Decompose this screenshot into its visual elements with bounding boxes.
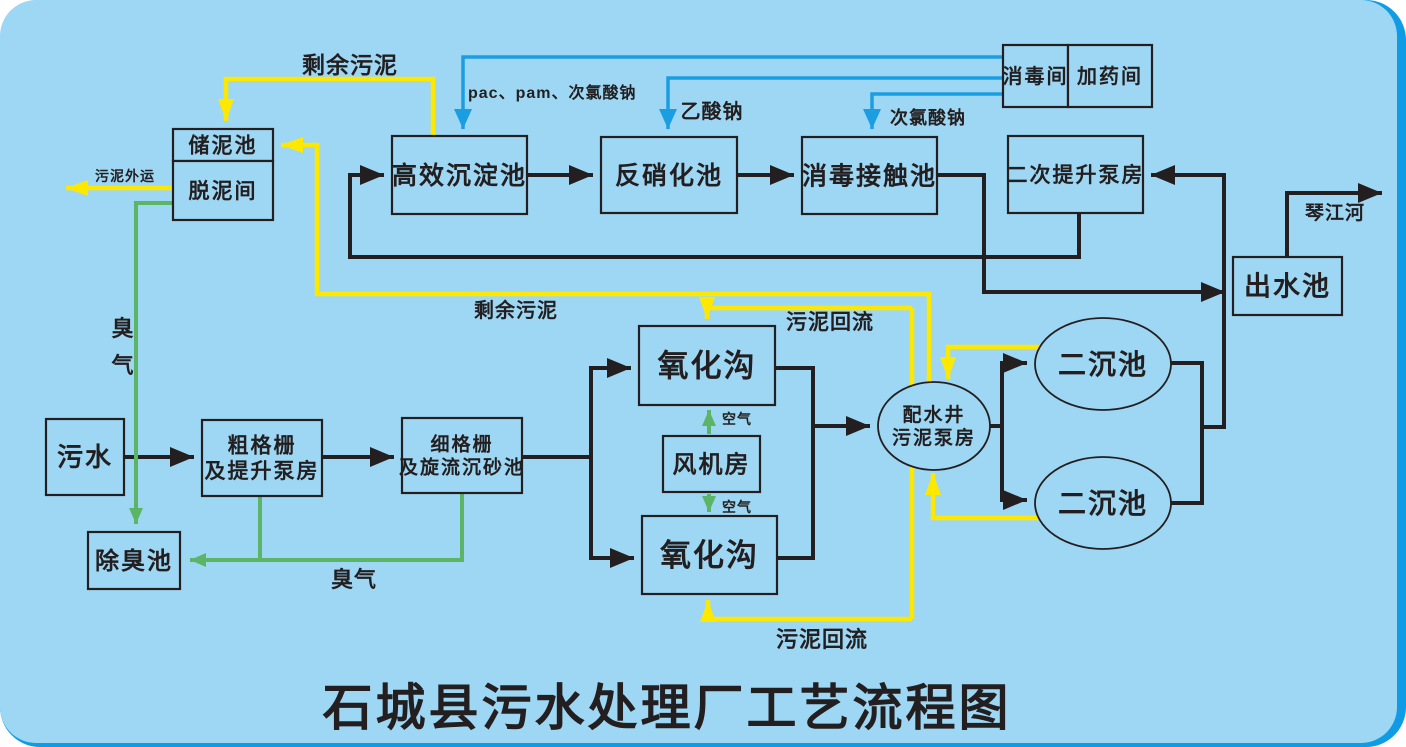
sludge-sedtop-distwell [945,344,1042,379]
blower-room-box [661,434,762,494]
label-air-bottom: 空气 [722,499,752,515]
label-qinjiang-river: 琴江河 [1304,202,1365,224]
coarse-screen-box [200,418,324,498]
flow-oxtop-distwell [775,366,870,428]
odor-dewatering-deodor [134,201,172,524]
distribution-well-ellipse-label: 配水井污泥泵房 [892,404,976,449]
air-blower-oxtop-arrowhead [702,410,716,426]
sludge-storage-box [171,127,275,163]
label-chem-pac-pam: pac、pam、次氯酸钠 [468,83,636,102]
high-eff-sedimentation-box [390,134,529,216]
deodorization-box [86,530,182,591]
flow-oxtop-distwell-arrowhead [846,416,870,436]
high-eff-sedimentation-box-label: 高效沉淀池 [392,161,527,190]
diagram-title: 石城县污水处理厂工艺流程图 [322,680,1012,736]
secondary-sed-bottom-ellipse [1034,456,1172,550]
flow-sedbottom-join [1171,425,1204,505]
oxidation-ditch-bottom-box-label: 氧化沟 [660,538,759,573]
secondary-sed-bottom-ellipse-label: 二沉池 [1058,488,1148,519]
label-sludge-return-bottom: 污泥回流 [776,627,868,652]
denitrification-box [599,135,739,215]
oxidation-ditch-top-box-label: 氧化沟 [658,348,757,383]
odor-fine-deodor [190,493,464,562]
flow-highsed-denit-arrowhead [569,165,593,185]
sludge-return-oxtop-arrowhead [699,297,715,319]
flow-contact-outlet [937,173,1225,294]
dosing-room-box-label: 加药间 [1076,64,1143,88]
flow-sedtop-lift [1151,173,1226,429]
fine-screen-box-label: 细格栅及旋流沉砂池 [399,433,525,479]
disinfection-contact-box [800,135,939,216]
secondary-sed-top-ellipse [1034,317,1172,411]
flow-contact-outlet-arrowhead [1201,282,1225,302]
flow-outlet-river [1285,191,1382,257]
fine-screen-box [400,416,524,495]
sewage-box [44,417,126,497]
label-sludge-return-top: 污泥回流 [786,310,874,334]
outlet-pool-box-label: 出水池 [1244,271,1331,301]
label-sodium-acetate: 乙酸钠 [681,99,744,123]
blower-room-box-label: 风机房 [673,450,751,478]
sludge-sedbottom-distwell-arrowhead [925,473,941,495]
secondary-lift-pump-box [1006,134,1145,215]
chem-pac-pam-highsed [461,55,1003,129]
flow-oxbottom-merge [777,428,815,560]
flow-split-oxbottom [589,457,634,560]
flow-fine-oxtop [522,366,631,459]
denitrification-box-label: 反硝化池 [615,162,723,190]
sludge-return-oxbottom [705,600,912,622]
disinfection-room-box-label: 消毒间 [1003,64,1069,88]
flow-distwell-sedbottom [1000,426,1027,502]
chem-acetate-denit-arrowhead [659,109,677,129]
label-odor-bottom: 臭气 [331,567,377,592]
dosing-room-box [1066,43,1154,109]
oxidation-ditch-top-box [637,324,777,407]
air-blower-oxbottom-arrowhead [702,496,716,512]
flow-outlet-river-arrowhead [1358,183,1382,203]
label-excess-sludge-top: 剩余污泥 [302,52,398,78]
disinfection-contact-box-label: 消毒接触池 [802,162,937,190]
flow-split-oxbottom-arrowhead [610,548,634,568]
odor-fine-deodor-arrowhead [190,553,206,567]
label-sludge-transport: 污泥外运 [95,168,155,184]
flow-distwell-sedtop-arrowhead [1003,353,1027,373]
chem-hypochlorite-contact-arrowhead [863,109,881,129]
sludge-storage-box-label: 储泥池 [189,133,258,157]
flow-distwell-sedtop [990,361,1027,428]
oxidation-ditch-bottom-box [640,514,779,596]
odor-dewatering-deodor-arrowhead [129,508,143,524]
flow-coarse-fine-arrowhead [370,447,394,467]
sludge-sedtop-distwell-arrowhead [940,357,956,379]
label-odor-left: 臭气 [110,316,134,378]
flow-distwell-sedbottom-arrowhead [1003,490,1027,510]
sludge-sedbottom-distwell [930,473,1042,521]
sludge-return-oxbottom-arrowhead [700,600,716,622]
coarse-screen-box-label: 粗格栅及提升泵房 [205,434,320,484]
dewatering-room-box-label: 脱泥间 [189,179,258,203]
flow-denit-contact-arrowhead [770,165,794,185]
sludge-excess-highsed-storage-arrowhead [218,99,234,121]
sewage-box-label: 污水 [57,442,113,472]
dewatering-room-box [171,159,275,222]
secondary-sed-top-ellipse-label: 二沉池 [1058,349,1148,380]
sludge-excess-distwell-storage-arrowhead [281,137,303,153]
outlet-pool-box [1231,255,1344,317]
flow-fine-oxtop-arrowhead [607,358,631,378]
secondary-lift-pump-box-label: 二次提升泵房 [1007,163,1145,187]
flow-sedtop-lift-arrowhead [1151,165,1175,185]
chem-pac-pam-highsed-arrowhead [454,109,472,129]
label-excess-sludge-mid: 剩余污泥 [474,298,558,322]
distribution-well-ellipse [877,381,991,471]
sludge-excess-distwell-storage [281,142,932,384]
label-sodium-hypochlorite: 次氯酸钠 [890,107,966,128]
flow-sewage-coarse-arrowhead [170,447,194,467]
deodorization-box-label: 除臭池 [95,547,173,575]
flow-lift-highsed-arrowhead [360,165,384,185]
label-air-top: 空气 [722,411,752,427]
sludge-transport-out-arrowhead [66,180,88,196]
